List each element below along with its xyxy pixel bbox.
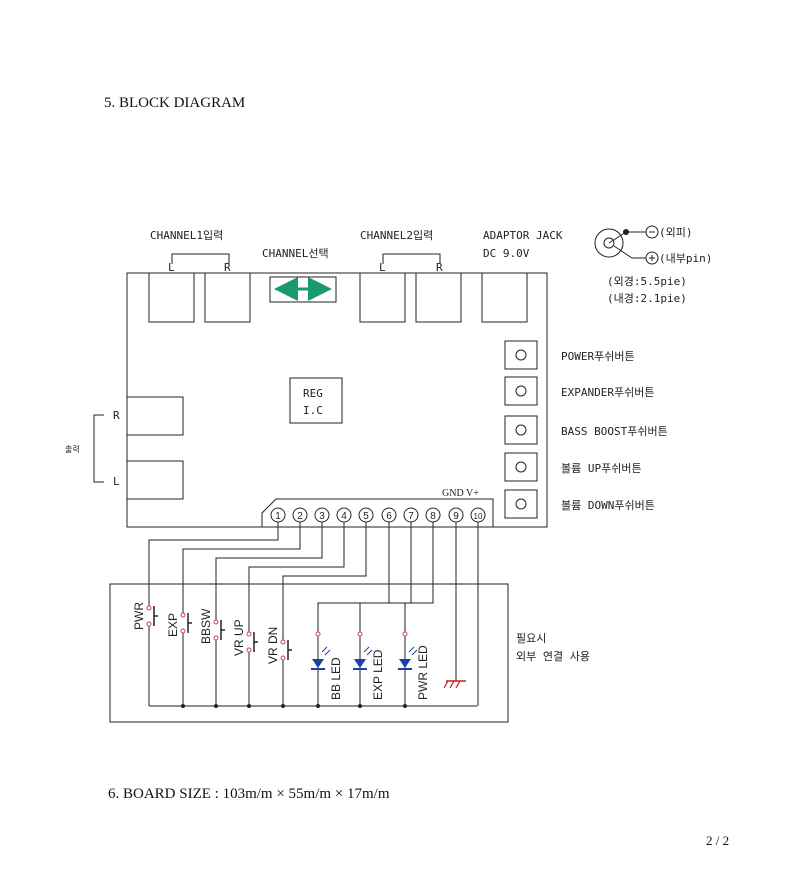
push-buttons bbox=[504, 340, 538, 519]
ch2-right-label: R bbox=[436, 261, 443, 274]
wire-pin-7 bbox=[359, 522, 412, 706]
reg-ic bbox=[289, 377, 343, 424]
ch2-bracket bbox=[382, 253, 441, 264]
wire-pin-8 bbox=[404, 522, 434, 706]
led-pwr-led: PWR LED bbox=[398, 631, 430, 700]
connector-pin-label: 4 bbox=[341, 511, 347, 522]
switch-bbsw: BBSW bbox=[199, 608, 225, 644]
adaptor-jack-label: ADAPTOR JACK bbox=[483, 229, 563, 242]
jack-minus-terminal bbox=[645, 225, 659, 239]
switch-vr-up: VR UP bbox=[232, 619, 258, 656]
jack-inner-label: (내부pin) bbox=[659, 252, 712, 265]
jack-plus-terminal bbox=[645, 251, 659, 265]
note-line2: 외부 연결 사용 bbox=[516, 650, 590, 663]
ch1-left-label: L bbox=[168, 261, 175, 274]
reg-label: REG bbox=[303, 387, 323, 400]
volume-up-button-label: 볼륨 UP푸쉬버튼 bbox=[561, 462, 642, 475]
output-right-jack bbox=[126, 396, 184, 436]
connector-pins: 1 2 3 4 5 6 7 8 9 10 bbox=[270, 507, 486, 523]
connector-pin-label: 7 bbox=[408, 511, 414, 522]
main-board bbox=[126, 272, 548, 528]
volume-down-button-label: 볼륨 DOWN푸쉬버튼 bbox=[561, 499, 655, 512]
led-bb-led: BB LED bbox=[311, 631, 343, 700]
output-l-label: L bbox=[113, 475, 120, 488]
ch2-left-jack bbox=[359, 272, 406, 323]
gnd-v-label: GND V+ bbox=[442, 488, 479, 499]
bus-junction bbox=[316, 704, 320, 708]
ch2-left-label: L bbox=[379, 261, 386, 274]
channel2-label: CHANNEL2입력 bbox=[360, 229, 433, 242]
power-button-label: POWER푸쉬버튼 bbox=[561, 350, 635, 363]
wire-pin-6 bbox=[317, 522, 390, 706]
dc-voltage-label: DC 9.0V bbox=[483, 247, 530, 260]
svg-text:PWR LED: PWR LED bbox=[416, 645, 430, 700]
svg-text:EXP LED: EXP LED bbox=[371, 649, 385, 700]
switch-pwr: PWR bbox=[132, 602, 158, 630]
ch2-right-jack bbox=[415, 272, 462, 323]
connector-pin-label: 10 bbox=[474, 512, 483, 521]
outer-diameter-label: (외경:5.5pie) bbox=[607, 275, 687, 288]
ch1-bracket bbox=[171, 253, 230, 264]
ch1-right-label: R bbox=[224, 261, 231, 274]
output-label: 출력 bbox=[65, 444, 80, 454]
connector-pin-label: 5 bbox=[363, 511, 369, 522]
bass-boost-button-label: BASS BOOST푸쉬버튼 bbox=[561, 425, 668, 438]
jack-outer-label: (외피) bbox=[659, 226, 693, 239]
svg-text:BBSW: BBSW bbox=[199, 608, 213, 644]
wire-pin-5 bbox=[282, 522, 367, 706]
inner-diameter-label: (내경:2.1pie) bbox=[607, 292, 687, 305]
bus-junction bbox=[247, 704, 251, 708]
bus-junction bbox=[358, 704, 362, 708]
connector-pin-label: 3 bbox=[319, 511, 325, 522]
ch1-left-jack bbox=[148, 272, 195, 323]
ch1-right-jack bbox=[204, 272, 251, 323]
svg-text:PWR: PWR bbox=[132, 602, 146, 630]
bus-junction bbox=[281, 704, 285, 708]
connector-pin-label: 2 bbox=[297, 511, 303, 522]
output-left-jack bbox=[126, 460, 184, 500]
external-components: PWR EXP BBSW VR UP VR DN BB LED EXP LED PWR LED bbox=[132, 602, 466, 708]
connector-pin-label: 9 bbox=[453, 511, 459, 522]
output-r-label: R bbox=[113, 409, 120, 422]
ic-label: I.C bbox=[303, 404, 323, 417]
switch-vr-dn: VR DN bbox=[266, 627, 292, 664]
svg-text:EXP: EXP bbox=[166, 613, 180, 637]
expander-button-label: EXPANDER푸쉬버튼 bbox=[561, 386, 654, 399]
connector-header bbox=[261, 498, 494, 527]
note-line1: 필요시 bbox=[516, 632, 546, 645]
board-size-text: 6. BOARD SIZE : 103m/m × 55m/m × 17m/m bbox=[108, 786, 390, 802]
bus-junction bbox=[181, 704, 185, 708]
page-number: 2 / 2 bbox=[706, 833, 730, 848]
switch-exp: EXP bbox=[166, 612, 192, 637]
ground-symbol bbox=[443, 680, 466, 689]
bus-junction bbox=[214, 704, 218, 708]
channel1-label: CHANNEL1입력 bbox=[150, 229, 223, 242]
svg-text:BB LED: BB LED bbox=[329, 657, 343, 700]
wire-pin-3 bbox=[215, 522, 323, 706]
adaptor-jack-symbol bbox=[594, 228, 624, 258]
bus-junction bbox=[403, 704, 407, 708]
svg-text:VR DN: VR DN bbox=[266, 627, 280, 664]
external-box bbox=[109, 583, 509, 723]
channel-select-label: CHANNEL선택 bbox=[262, 247, 329, 260]
section5-title: 5. BLOCK DIAGRAM bbox=[104, 95, 246, 111]
connector-pin-label: 1 bbox=[275, 511, 281, 522]
output-bracket bbox=[93, 414, 104, 483]
connector-pin-label: 6 bbox=[386, 511, 392, 522]
adaptor-jack-block bbox=[481, 272, 528, 323]
connector-pin-label: 8 bbox=[430, 511, 436, 522]
svg-text:VR UP: VR UP bbox=[232, 619, 246, 656]
led-exp-led: EXP LED bbox=[353, 631, 385, 700]
